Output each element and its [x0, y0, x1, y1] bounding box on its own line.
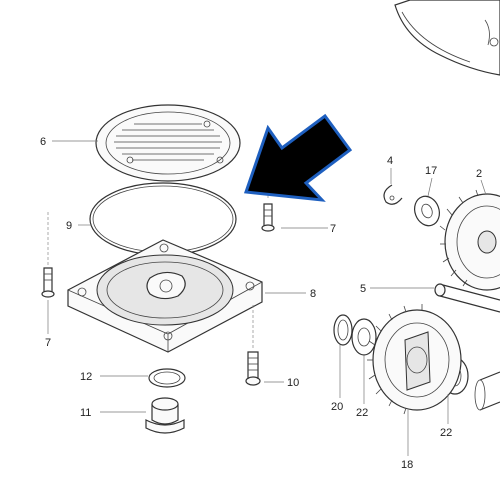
gear-part-2 [439, 189, 500, 291]
callout-2: 2 [476, 168, 482, 180]
base-plate-part-8 [67, 239, 263, 353]
pointer-arrow-icon [243, 113, 353, 202]
circlip-part-4 [383, 184, 403, 205]
callout-4: 4 [387, 155, 393, 167]
washer-part-12 [148, 368, 186, 388]
callout-17: 17 [425, 165, 437, 177]
screw-part-7-left [41, 267, 55, 298]
callout-9: 9 [66, 220, 72, 232]
bolt-part-10 [245, 351, 261, 386]
callout-11: 11 [80, 407, 91, 419]
callout-7-upper: 7 [330, 223, 336, 235]
callout-7-left: 7 [45, 337, 51, 349]
callout-18: 18 [401, 459, 413, 471]
callout-22-right: 22 [440, 427, 452, 439]
screw-part-7-upper [261, 203, 275, 232]
strainer-cover-part-6 [95, 104, 241, 182]
callout-12: 12 [80, 371, 92, 383]
gear-part-18 [367, 304, 462, 415]
callout-5: 5 [360, 283, 366, 295]
shaft-part-5 [434, 283, 500, 313]
callout-6: 6 [40, 136, 46, 148]
washer-part-22-left [351, 318, 377, 356]
callout-20: 20 [331, 401, 343, 413]
callout-22-left: 22 [356, 407, 368, 419]
callout-10: 10 [287, 377, 299, 389]
drain-plug-part-11 [145, 397, 185, 434]
snap-ring-part-20 [333, 314, 353, 346]
motor-housing [394, 0, 500, 76]
output-shaft [474, 371, 500, 411]
washer-part-17 [414, 195, 440, 227]
callout-8: 8 [310, 288, 316, 300]
